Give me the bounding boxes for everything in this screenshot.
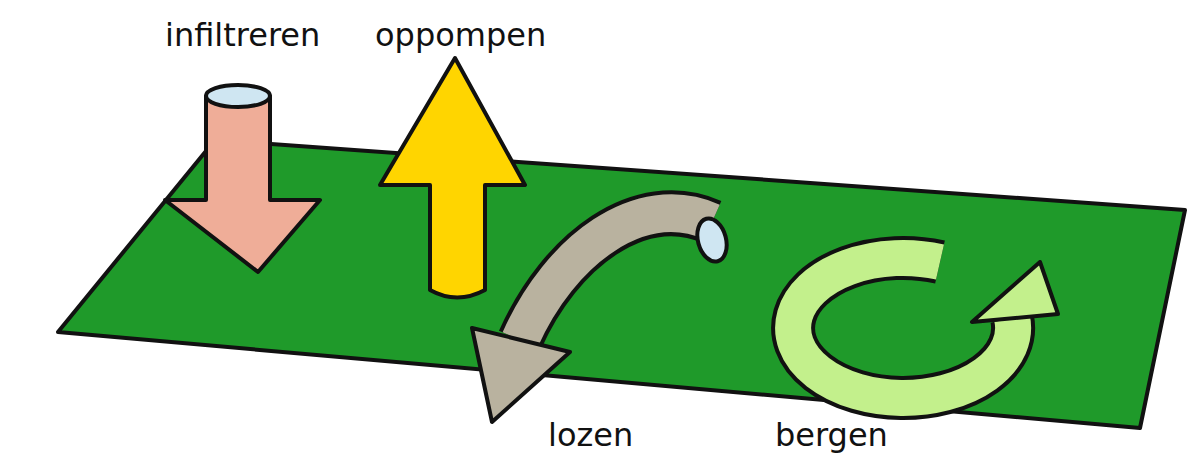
infiltrate-arrow	[165, 85, 320, 272]
arrow-label: lozen	[548, 418, 633, 453]
arrow-label: infiltreren	[165, 18, 320, 53]
pump-arrow	[380, 58, 525, 298]
arrow-label: oppompen	[375, 18, 546, 53]
arrow-label: bergen	[775, 418, 888, 453]
store-arrow	[793, 258, 1058, 398]
discharge-arrow	[472, 213, 731, 422]
